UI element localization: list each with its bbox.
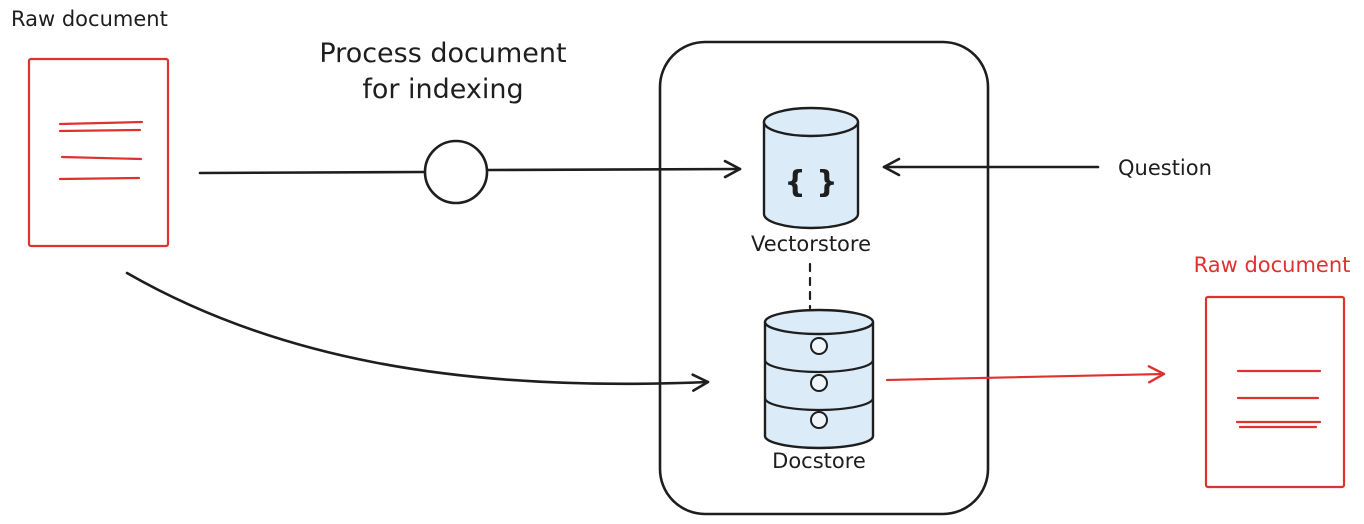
- docstore: Docstore: [763, 308, 875, 473]
- process-circle-node: [423, 139, 489, 205]
- vectorstore: { } Vectorstore: [751, 106, 871, 256]
- store-container: { } Vectorstore Docstore: [658, 40, 990, 516]
- docstore-to-raw-document-arrow: [885, 365, 1166, 384]
- question-input: Question: [882, 156, 1212, 180]
- docstore-dot-3: [810, 411, 828, 429]
- vectorstore-cylinder-body: [762, 120, 860, 230]
- indexing-arrow-right-segment: [486, 159, 742, 179]
- document-right-text-lines: [1235, 369, 1322, 429]
- raw-document-left-label: Raw document: [11, 7, 168, 31]
- vectorstore-braces-symbol: { }: [784, 165, 837, 200]
- process-label-line1: Process document: [319, 38, 566, 69]
- document-left-icon: [27, 57, 170, 248]
- indexing-arrow-left-segment: [198, 170, 426, 175]
- docstore-label: Docstore: [772, 449, 866, 473]
- vectorstore-cylinder-top: [762, 106, 860, 138]
- process-label-line2: for indexing: [362, 74, 523, 105]
- raw-document-left: Raw document: [11, 7, 170, 248]
- process-step: Process document for indexing: [198, 38, 742, 205]
- document-right-icon: [1204, 295, 1346, 489]
- raw-document-to-docstore-arrow: [125, 271, 710, 392]
- raw-document-right-label: Raw document: [1194, 253, 1351, 277]
- vectorstore-label: Vectorstore: [751, 232, 871, 256]
- question-label: Question: [1118, 156, 1212, 180]
- docstore-divider-1: [763, 358, 875, 374]
- docstore-dot-1: [810, 337, 828, 355]
- docstore-divider-2: [763, 396, 875, 412]
- retrieval-output: Raw document: [885, 253, 1351, 489]
- document-left-text-lines: [58, 120, 144, 181]
- docstore-dot-2: [810, 374, 828, 392]
- docstore-cylinder-top: [763, 308, 875, 336]
- store-container-border: [658, 40, 990, 516]
